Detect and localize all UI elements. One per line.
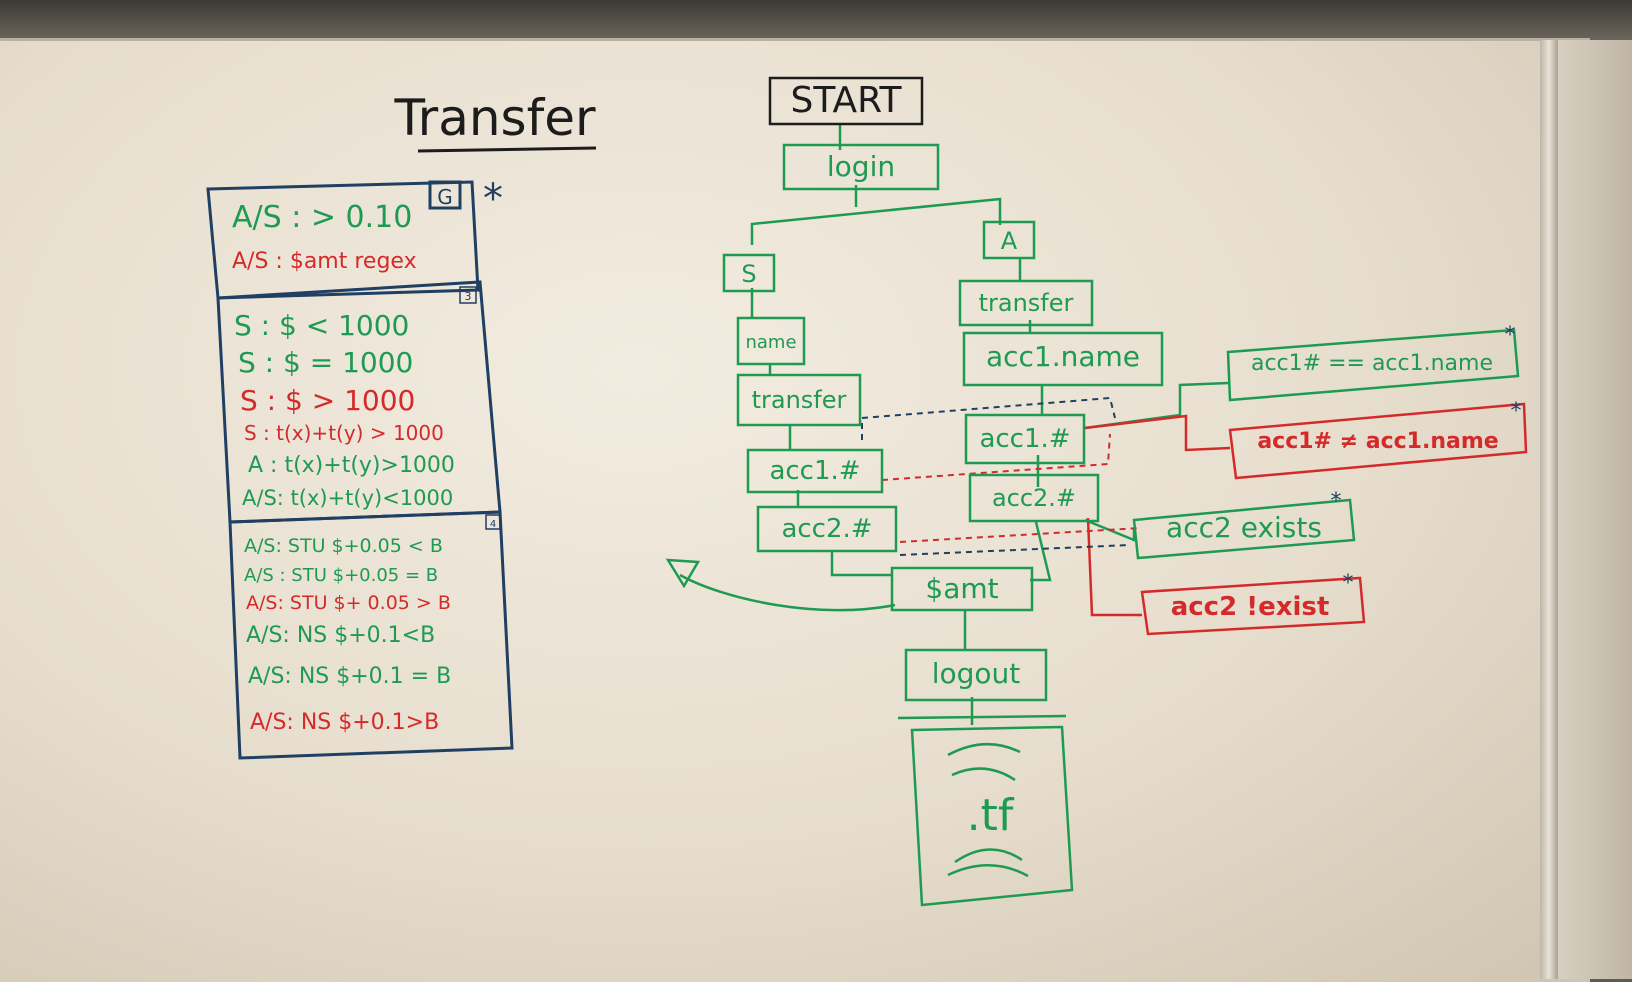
- box3-tag: 4: [490, 519, 496, 530]
- box2-line-1: S : $ < 1000: [234, 309, 409, 342]
- box3-line-6: A/S: NS $+0.1>B: [250, 710, 439, 735]
- a-branch-box: [982, 220, 1036, 260]
- title-underline: [417, 146, 597, 153]
- wall-top: [0, 0, 1632, 40]
- s-acc1-box: [746, 448, 884, 494]
- box1-star: *: [483, 176, 503, 222]
- a-acc1-box: [964, 413, 1086, 465]
- box2-line-2: S : $ = 1000: [238, 346, 413, 379]
- s-acc1-label: acc1.#: [769, 456, 860, 486]
- a-acc1name-box: [962, 331, 1164, 387]
- flow-connectors-red: [1084, 414, 1231, 617]
- check-bad-box: [1228, 402, 1528, 480]
- rule-box-3: [228, 510, 514, 760]
- box1-tag-frame: [428, 180, 462, 210]
- a-acc1-label: acc1.#: [979, 424, 1070, 454]
- not-exist-label: acc2 !exist: [1171, 592, 1330, 622]
- dashed-relations: [861, 396, 1141, 556]
- box1-tag: G: [437, 185, 453, 209]
- amt-box: [890, 566, 1034, 612]
- amt-label: $amt: [925, 572, 998, 605]
- tf-top-waves: [947, 742, 1021, 782]
- a-branch-label: A: [1001, 227, 1018, 255]
- box2-line-5: A : t(x)+t(y)>1000: [248, 453, 455, 478]
- s-acc2-label: acc2.#: [781, 514, 872, 544]
- login-label: login: [827, 150, 895, 183]
- s-acc2-box: [756, 505, 898, 553]
- logout-label: logout: [932, 657, 1021, 690]
- box3-line-4: A/S: NS $+0.1<B: [246, 623, 435, 648]
- tf-top-line: [897, 714, 1067, 720]
- check-bad-label: acc1# ≠ acc1.name: [1257, 429, 1498, 454]
- exists-star: *: [1331, 489, 1342, 514]
- box3-tag-frame: [485, 514, 501, 530]
- a-transfer-box: [958, 279, 1094, 327]
- s-name-box: [736, 316, 806, 366]
- whiteboard-frame: [1540, 40, 1558, 979]
- a-acc2-box: [968, 473, 1100, 523]
- check-ok-box: [1226, 328, 1520, 402]
- whiteboard: [0, 38, 1590, 982]
- login-box: [782, 143, 940, 191]
- tf-document: [910, 725, 1074, 907]
- box2-line-4: S : t(x)+t(y) > 1000: [244, 421, 444, 445]
- box3-line-5: A/S: NS $+0.1 = B: [248, 664, 451, 689]
- a-acc1name-label: acc1.name: [986, 340, 1140, 373]
- exists-label: acc2 exists: [1166, 511, 1322, 544]
- check-ok-label: acc1# == acc1.name: [1251, 351, 1493, 376]
- start-label: START: [790, 80, 902, 121]
- a-transfer-label: transfer: [979, 289, 1074, 317]
- flow-connectors: [665, 124, 1229, 725]
- exists-box: [1132, 498, 1356, 560]
- a-acc2-label: acc2.#: [992, 484, 1076, 512]
- box3-line-1: A/S: STU $+0.05 < B: [244, 535, 443, 557]
- s-transfer-label: transfer: [752, 386, 847, 414]
- check-bad-star: *: [1511, 399, 1522, 424]
- tf-label: .tf: [967, 790, 1015, 841]
- tf-bottom-waves: [947, 848, 1029, 878]
- wall-right: [1558, 40, 1632, 979]
- logout-box: [904, 648, 1048, 702]
- not-exist-star: *: [1343, 571, 1354, 596]
- start-box: [768, 76, 924, 126]
- s-branch-label: S: [741, 260, 756, 288]
- box2-line-3: S : $ > 1000: [240, 384, 415, 417]
- check-ok-star: *: [1505, 323, 1516, 348]
- s-name-label: name: [745, 332, 796, 353]
- box1-line-1: A/S : > 0.10: [232, 200, 412, 235]
- box1-line-2: A/S : $amt regex: [232, 249, 417, 274]
- box2-tag: 3: [465, 290, 472, 303]
- box2-tag-frame: [459, 286, 477, 304]
- s-branch-box: [722, 253, 776, 293]
- box3-line-2: A/S : STU $+0.05 = B: [244, 565, 438, 586]
- not-exist-box: [1140, 576, 1366, 636]
- rule-box-1: [206, 180, 480, 300]
- box2-line-6: A/S: t(x)+t(y)<1000: [242, 486, 453, 510]
- s-transfer-box: [736, 373, 862, 427]
- title: Transfer: [393, 89, 595, 147]
- box3-line-3: A/S: STU $+ 0.05 > B: [246, 592, 451, 614]
